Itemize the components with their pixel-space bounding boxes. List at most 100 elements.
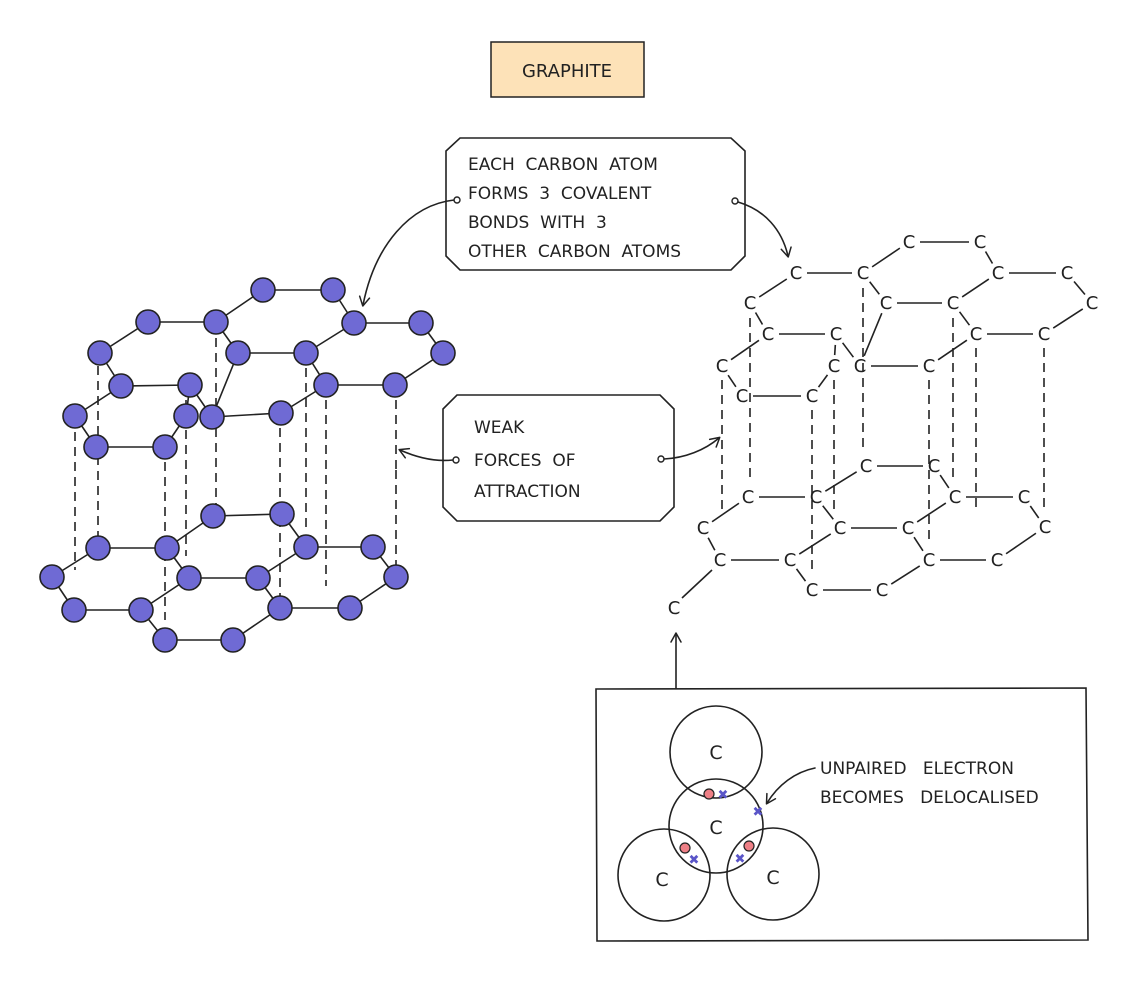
bonding-line-4: OTHER CARBON ATOMS: [468, 242, 681, 262]
right-bond-18: [863, 312, 883, 357]
right-carbon-9: C: [857, 263, 870, 284]
left-atom-30: [85, 535, 111, 561]
left-atom-34: [152, 627, 178, 653]
forces-arrow-left: [398, 447, 454, 462]
left-atom-20: [200, 503, 226, 529]
left-model-atoms: [39, 277, 456, 653]
right-carbon-11: C: [744, 293, 757, 314]
left-atom-26: [267, 595, 293, 621]
right-bond-12: [758, 278, 788, 298]
right-carbon-13: C: [716, 356, 729, 377]
right-bond-36: [707, 537, 716, 551]
right-carbon-18: C: [923, 356, 936, 377]
forces-pointer-dot-right: [657, 455, 665, 463]
right-bond-30: [913, 536, 924, 552]
right-carbon-33: C: [784, 550, 797, 571]
forces-line-1: WEAK: [474, 418, 525, 438]
right-carbon-28: C: [834, 518, 847, 539]
bonding-arrow-left: [358, 199, 455, 307]
right-carbon-21: C: [928, 456, 941, 477]
left-atom-1: [320, 277, 346, 303]
unpaired-electron-cross: ✖: [753, 805, 764, 820]
right-bond-42: [824, 471, 858, 492]
right-bond-25: [939, 474, 950, 489]
right-bond-15: [841, 342, 855, 358]
left-atom-13: [62, 403, 88, 429]
electron-inset: C C C C ✖ ✖ ✖ ✖ UNPAIRED ELECTRON BECOME…: [595, 632, 1089, 942]
forces-callout: WEAK FORCES OF ATTRACTION: [398, 394, 721, 522]
left-atom-6: [313, 372, 339, 398]
right-carbon-32: C: [714, 550, 727, 571]
right-carbon-8: C: [880, 293, 893, 314]
right-carbon-6: C: [970, 324, 983, 345]
left-atom-9: [203, 309, 229, 335]
right-bond-10: [871, 247, 901, 268]
left-atom-31: [39, 564, 65, 590]
right-bond-4: [1052, 308, 1084, 329]
right-bond-41: [798, 533, 832, 555]
left-atom-27: [245, 565, 271, 591]
left-atom-19: [177, 372, 203, 398]
right-bond-19: [730, 339, 760, 361]
right-carbon-7: C: [947, 293, 960, 314]
left-atom-29: [154, 535, 180, 561]
left-model-bonds: [51, 289, 444, 641]
right-carbon-30: C: [742, 487, 755, 508]
left-atom-15: [152, 434, 178, 460]
left-atom-3: [408, 310, 434, 336]
carbon-symbol-right: C: [766, 867, 779, 889]
left-atom-33: [128, 597, 154, 623]
right-carbon-20: C: [860, 456, 873, 477]
forces-line-3: ATTRACTION: [474, 482, 581, 502]
paired-electron-left: [679, 842, 691, 854]
right-bond-22: [817, 374, 829, 388]
right-bond-3: [1073, 280, 1086, 296]
right-carbon-14: C: [736, 386, 749, 407]
left-atom-0: [250, 277, 276, 303]
right-model-interlayer-dashes: [721, 288, 1045, 575]
right-bond-40: [890, 565, 921, 585]
right-carbon-26: C: [923, 550, 936, 571]
right-bond-dangling: [681, 569, 713, 599]
left-atom-21: [269, 501, 295, 527]
right-bond-13: [754, 312, 764, 325]
carbon-circle-top: [669, 705, 763, 799]
right-bond-1: [984, 251, 994, 264]
left-atom-4: [430, 340, 456, 366]
unpaired-line-1: UNPAIRED ELECTRON: [820, 759, 1014, 779]
right-carbon-36: C: [668, 598, 681, 619]
carbon-circle-left: [617, 828, 711, 922]
carbon-symbol-left: C: [655, 869, 668, 891]
left-atom-2: [341, 310, 367, 336]
right-carbon-2: C: [992, 263, 1005, 284]
right-bond-27: [1029, 505, 1040, 519]
forces-line-2: FORCES OF: [474, 451, 576, 471]
bonding-line-1: EACH CARBON ATOM: [468, 155, 658, 175]
title-group: GRAPHITE: [490, 41, 645, 98]
right-bond-17: [937, 339, 968, 361]
carbon-circle-right: [726, 827, 820, 921]
bonding-arrow-right: [737, 201, 792, 258]
right-bond-38: [795, 568, 807, 582]
left-atom-24: [383, 564, 409, 590]
right-bond-20: [727, 374, 737, 388]
carbon-symbol-centre: C: [709, 817, 722, 839]
bonding-pointer-dot-left: [453, 196, 461, 204]
right-carbon-15: C: [806, 386, 819, 407]
right-carbon-23: C: [1018, 487, 1031, 508]
left-atom-25: [337, 595, 363, 621]
forces-arrow-right: [663, 436, 721, 460]
right-bond-23: [833, 344, 837, 356]
left-atom-28: [176, 565, 202, 591]
inset-box: [595, 687, 1089, 942]
carbon-circle-centre: [668, 778, 764, 874]
shared-electron-right-cross: ✖: [735, 852, 746, 867]
left-atom-8: [225, 340, 251, 366]
right-carbon-22: C: [949, 487, 962, 508]
forces-callout-box: [442, 394, 675, 522]
right-carbon-29: C: [810, 487, 823, 508]
title-box: [490, 41, 645, 98]
right-carbon-4: C: [1086, 293, 1099, 314]
unpaired-line-2: BECOMES DELOCALISED: [820, 788, 1039, 808]
